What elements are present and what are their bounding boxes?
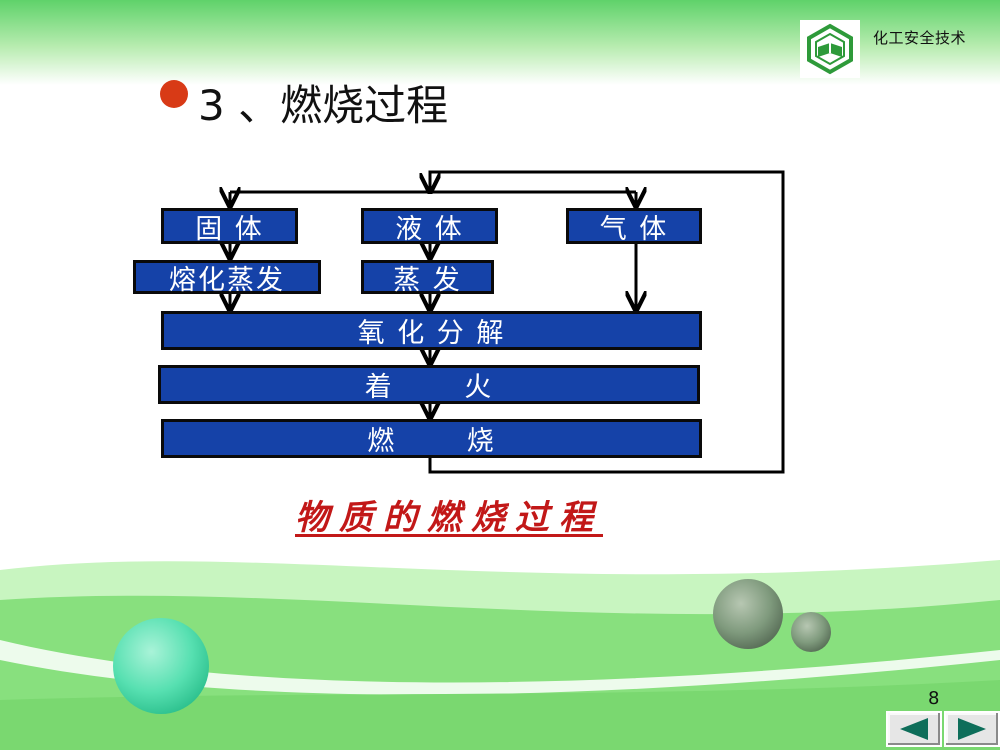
gray-orb-large xyxy=(713,579,783,649)
diagram-caption: 物质的燃烧过程 xyxy=(295,498,603,538)
box-ignition: 着 火 xyxy=(158,365,700,404)
bullet-dot xyxy=(160,80,188,108)
box-liquid: 液 体 xyxy=(361,208,498,245)
wave-highlight xyxy=(0,640,1000,695)
page-number: 8 xyxy=(928,688,940,709)
gray-orb-small xyxy=(791,612,831,652)
feedback-loop-line xyxy=(430,170,785,474)
school-book-logo-icon xyxy=(807,23,853,75)
box-gas: 气 体 xyxy=(566,208,702,245)
box-melt-evaporate: 熔化蒸发 xyxy=(133,260,321,296)
school-logo xyxy=(800,20,860,78)
triangle-right-icon xyxy=(958,718,986,740)
course-title: 化工安全技术 xyxy=(873,29,967,47)
box-evaporate: 蒸 发 xyxy=(361,260,494,296)
slide-heading: 3 、燃烧过程 xyxy=(198,81,449,130)
triangle-left-icon xyxy=(900,718,928,740)
wave-bottom xyxy=(0,680,1000,750)
box-oxidation-decomposition: 氧 化 分 解 xyxy=(161,311,702,350)
box-combustion: 燃 烧 xyxy=(161,419,702,458)
teal-orb xyxy=(113,618,209,714)
prev-slide-button[interactable] xyxy=(886,711,942,747)
next-slide-button[interactable] xyxy=(944,711,1000,747)
box-solid: 固 体 xyxy=(161,208,298,245)
